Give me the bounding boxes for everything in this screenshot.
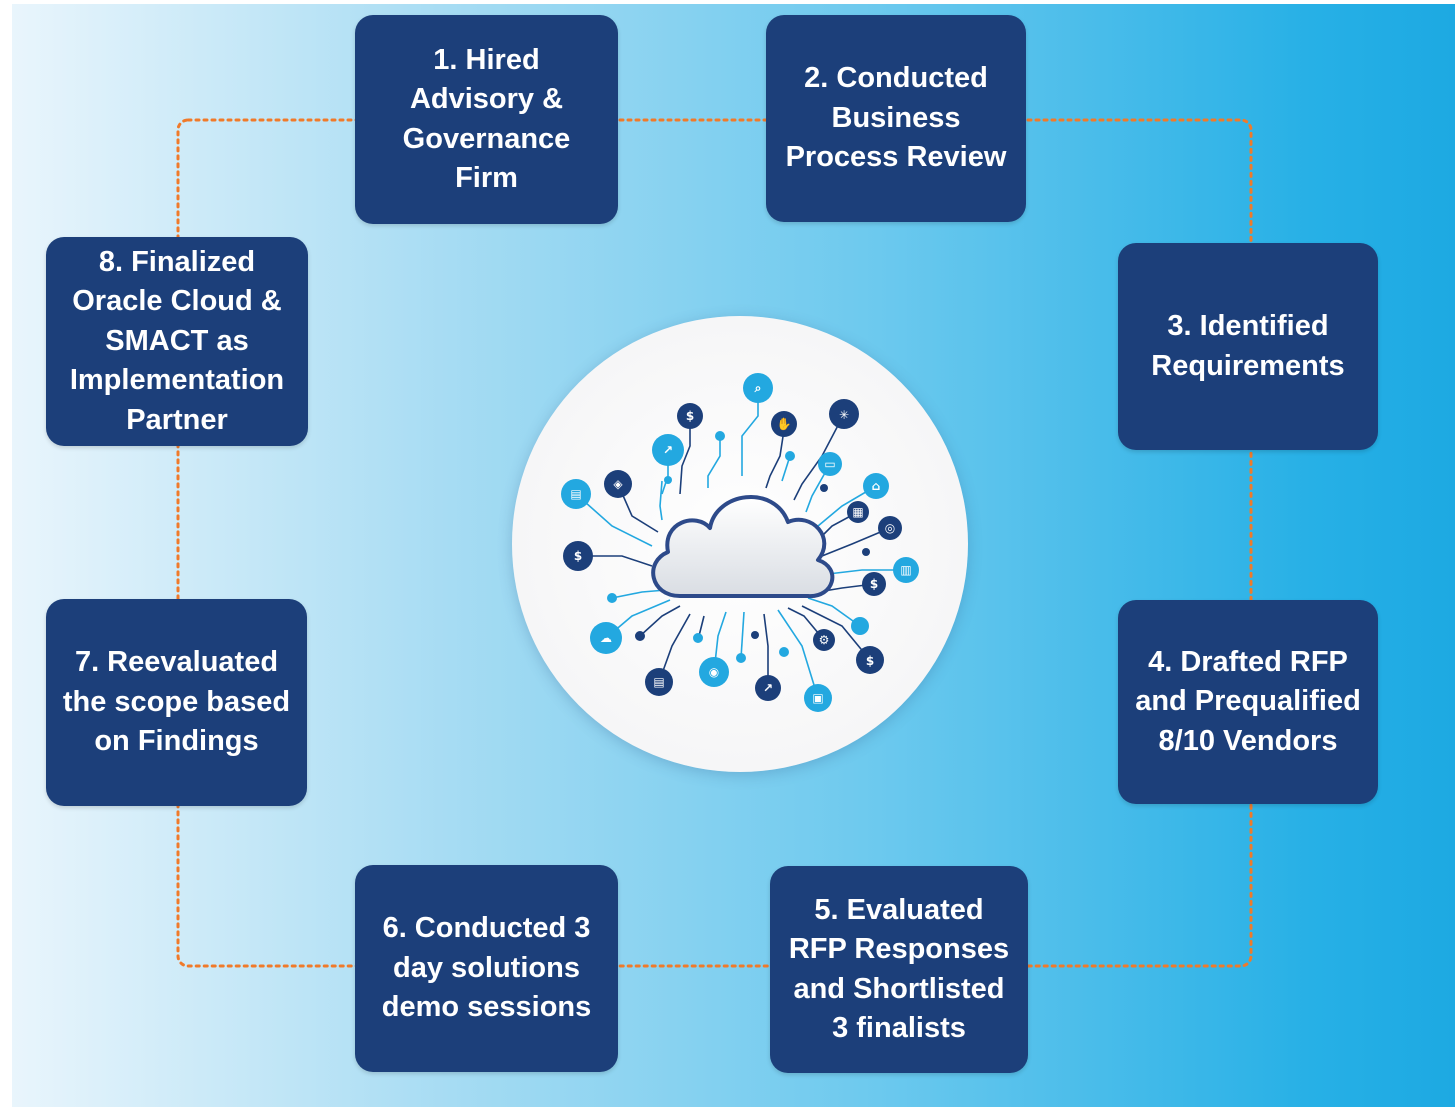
svg-text:▤: ▤ xyxy=(570,487,581,501)
step-8-label: 8. Finalized Oracle Cloud & SMACT as Imp… xyxy=(69,245,285,436)
svg-text:$: $ xyxy=(574,549,582,563)
circuit-nodes xyxy=(607,431,870,663)
sun-gear-icon: ✳ xyxy=(829,399,859,429)
cloud-network-illustration: ⌕ $ ✋ ✳ ↗ ▭ ◈ ▤ ⌂ ▦ ◎ $ ▥ $ ☁ ⚙ $ ▤ ◉ ↗ … xyxy=(561,373,919,712)
trend-icon: ↗ xyxy=(755,675,781,701)
circuit-trace xyxy=(575,493,653,547)
handshake-icon: ✋ xyxy=(771,411,797,437)
growth-icon: ↗ xyxy=(652,434,684,466)
target-icon: ◎ xyxy=(878,516,902,540)
svg-text:▣: ▣ xyxy=(812,691,823,705)
svg-text:$: $ xyxy=(866,654,874,668)
circuit-trace xyxy=(611,589,667,599)
svg-text:◉: ◉ xyxy=(709,665,719,679)
cloud-icon xyxy=(651,495,835,599)
circuit-trace xyxy=(659,480,663,521)
svg-text:▭: ▭ xyxy=(824,457,835,471)
svg-text:✋: ✋ xyxy=(777,417,792,431)
circuit-trace xyxy=(801,605,871,661)
step-7-label: 7. Reevaluated the scope based on Findin… xyxy=(62,646,291,758)
dollar-gear-icon: $ xyxy=(677,403,703,429)
step-1-label: 1. Hired Advisory & Governance Firm xyxy=(402,43,571,195)
svg-text:▥: ▥ xyxy=(900,563,911,577)
svg-text:⌂: ⌂ xyxy=(872,479,881,493)
circuit-trace xyxy=(817,485,877,527)
step-3-box: 3. Identified Requirements xyxy=(1118,243,1378,450)
dollar-icon: $ xyxy=(856,646,884,674)
svg-text:↗: ↗ xyxy=(663,443,673,457)
svg-text:⚙: ⚙ xyxy=(819,633,830,647)
calculator-icon: ▦ xyxy=(847,501,869,523)
svg-text:▦: ▦ xyxy=(852,505,863,519)
svg-text:⌕: ⌕ xyxy=(754,381,762,395)
lock-icon: ▣ xyxy=(804,684,832,712)
step-2-box: 2. Conducted Business Process Review xyxy=(766,15,1026,222)
step-4-box: 4. Drafted RFP and Prequalified 8/10 Ven… xyxy=(1118,600,1378,804)
hub-icon-badges: ⌕ $ ✋ ✳ ↗ ▭ ◈ ▤ ⌂ ▦ ◎ $ ▥ $ ☁ ⚙ $ ▤ ◉ ↗ … xyxy=(561,373,919,712)
chat-icon: ▭ xyxy=(818,452,842,476)
step-6-label: 6. Conducted 3 day solutions demo sessio… xyxy=(381,912,592,1024)
circuit-trace xyxy=(821,527,891,557)
svg-text:$: $ xyxy=(686,409,694,423)
circuit-trace xyxy=(679,416,691,495)
step-8-box: 8. Finalized Oracle Cloud & SMACT as Imp… xyxy=(46,237,308,446)
svg-text:$: $ xyxy=(870,577,878,591)
svg-text:▤: ▤ xyxy=(653,675,664,689)
svg-text:☁: ☁ xyxy=(600,631,612,645)
step-4-label: 4. Drafted RFP and Prequalified 8/10 Ven… xyxy=(1135,645,1361,757)
receipt-icon: ▤ xyxy=(645,668,673,696)
cloud-data-icon: ☁ xyxy=(590,622,622,654)
home-icon: ⌂ xyxy=(863,473,889,499)
circuit-trace xyxy=(777,609,819,699)
eye-icon: ◉ xyxy=(699,657,729,687)
gear-icon: ⚙ xyxy=(813,629,835,651)
svg-text:◈: ◈ xyxy=(613,477,623,491)
document-icon: ▤ xyxy=(561,479,591,509)
step-5-box: 5. Evaluated RFP Responses and Shortlist… xyxy=(770,866,1028,1073)
step-5-label: 5. Evaluated RFP Responses and Shortlist… xyxy=(788,893,1010,1045)
circuit-trace xyxy=(707,434,721,488)
chart-search-icon: ⌕ xyxy=(743,373,773,403)
report-icon: ▥ xyxy=(893,557,919,583)
circuit-trace xyxy=(805,463,831,513)
circuit-trace xyxy=(765,429,785,489)
svg-text:◎: ◎ xyxy=(885,521,895,535)
circuit-trace xyxy=(793,413,845,501)
circuit-trace xyxy=(639,605,681,637)
step-3-label: 3. Identified Requirements xyxy=(1151,310,1345,382)
step-7-box: 7. Reevaluated the scope based on Findin… xyxy=(46,599,307,806)
step-1-box: 1. Hired Advisory & Governance Firm xyxy=(355,15,618,224)
step-2-label: 2. Conducted Business Process Review xyxy=(785,62,1007,174)
hand-coin-icon: $ xyxy=(862,572,886,596)
money-bag-icon: $ xyxy=(563,541,593,571)
svg-text:↗: ↗ xyxy=(763,681,773,695)
dotted-connector-loop xyxy=(176,118,1253,968)
shield-icon: ◈ xyxy=(604,470,632,498)
circuit-trace xyxy=(740,611,745,659)
svg-text:✳: ✳ xyxy=(839,408,849,422)
step-6-box: 6. Conducted 3 day solutions demo sessio… xyxy=(355,865,618,1072)
circuit-trace xyxy=(827,569,906,575)
circuit-trace xyxy=(807,597,861,627)
